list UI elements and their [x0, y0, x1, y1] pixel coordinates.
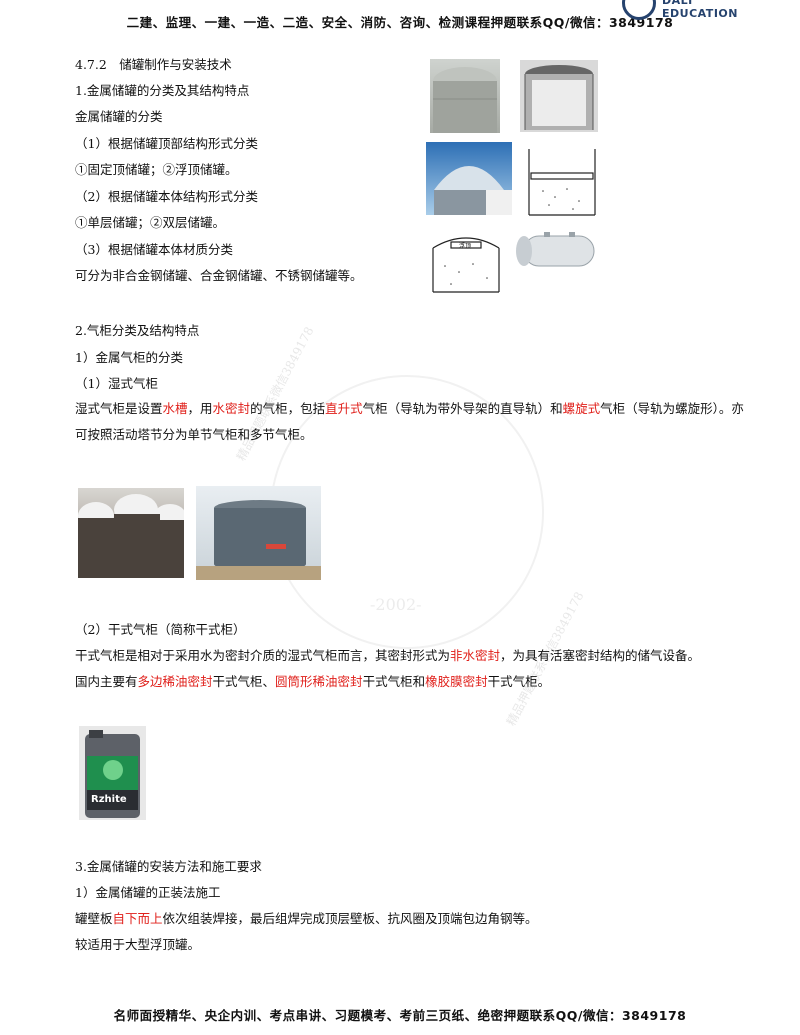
section-title: 4.7.2 储罐制作与安装技术: [75, 57, 232, 72]
subheading: 1）金属储罐的正装法施工: [75, 885, 221, 900]
class-2-title: （2）根据储罐本体结构形式分类: [75, 189, 258, 204]
floating-roof-diagram: [523, 143, 601, 216]
class-2-value: ①单层储罐；②双层储罐。: [75, 215, 226, 230]
wet-gas-holder-photo: [78, 488, 184, 578]
page-header: 二建、监理、一建、一造、二造、安全、消防、咨询、检测课程押题联系QQ/微信：38…: [126, 15, 674, 30]
logo-en: DALI EDUCATION: [662, 0, 738, 20]
subheading: 金属储罐的分类: [75, 109, 163, 124]
logo-emblem-icon: [622, 0, 656, 20]
install-note: 较适用于大型浮顶罐。: [75, 937, 201, 952]
dry-gas-holder-paragraph: 干式气柜是相对于采用水为密封介质的湿式气柜而言，其密封形式为非水密封，为具有活塞…: [75, 648, 701, 689]
fixed-roof-tank-photo: [430, 59, 500, 133]
dome-tank-photo: [426, 142, 512, 215]
heading-1: 1.金属储罐的分类及其结构特点: [75, 83, 250, 98]
sealing-oil-can-photo: Rzhite: [79, 726, 146, 820]
wet-gas-holder-title: （1）湿式气柜: [75, 376, 158, 391]
watermark-year: -2002-: [370, 595, 422, 614]
floating-roof-tank-photo: [520, 60, 598, 132]
section-title: 2.气柜分类及结构特点: [75, 323, 200, 338]
fixed-roof-diagram: 浮顶: [429, 222, 503, 294]
page-footer: 名师面授精华、央企内训、考点串讲、习题模考、考前三页纸、绝密押题联系QQ/微信：…: [113, 1008, 687, 1023]
section-title: 3.金属储罐的安装方法和施工要求: [75, 859, 262, 874]
class-1-value: ①固定顶储罐；②浮顶储罐。: [75, 162, 238, 177]
brand-logo: DALI EDUCATION: [622, 0, 772, 20]
class-3-title: （3）根据储罐本体材质分类: [75, 242, 233, 257]
horizontal-tank-photo: [514, 226, 604, 278]
class-1-title: （1）根据储罐顶部结构形式分类: [75, 136, 258, 151]
install-paragraph: 罐壁板自下而上依次组装焊接，最后组焊完成顶层壁板、抗风圈及顶端包边角钢等。: [75, 911, 538, 926]
float-label: 浮顶: [459, 243, 472, 250]
class-3-value: 可分为非合金钢储罐、合金钢储罐、不锈钢储罐等。: [75, 268, 363, 283]
oil-can-brand: Rzhite: [91, 794, 127, 805]
wet-gas-holder-paragraph: 湿式气柜是设置水槽，用水密封的气柜，包括直升式气柜（导轨为带外导架的直导轨）和螺…: [75, 401, 744, 442]
subheading: 1）金属气柜的分类: [75, 350, 183, 365]
dry-gas-holder-title: （2）干式气柜（简称干式柜）: [75, 622, 246, 637]
spiral-gas-holder-photo: [196, 486, 321, 580]
